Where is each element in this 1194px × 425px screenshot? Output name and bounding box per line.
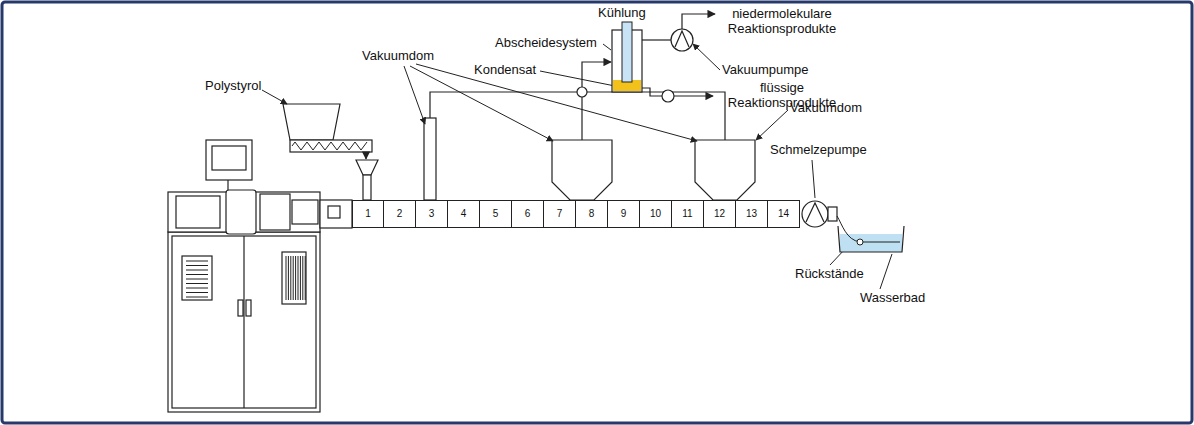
- material-label: Polystyrol: [205, 78, 261, 93]
- barrel-segment: 3: [416, 200, 448, 228]
- output-label: niedermolekulare Reaktionsprodukte: [718, 6, 846, 36]
- barrel-segment: 12: [704, 200, 736, 228]
- feeder-screw: [292, 142, 367, 150]
- barrel-segment: 13: [736, 200, 768, 228]
- segment-number: 13: [746, 209, 757, 219]
- feed-arrow: [365, 152, 366, 159]
- segment-number: 8: [589, 209, 595, 219]
- extruder-drive: [168, 140, 352, 412]
- vacuum-pump: [642, 14, 715, 51]
- segment-number: 9: [621, 209, 627, 219]
- barrel-segment: 10: [640, 200, 672, 228]
- vacuum-pipe: [430, 62, 725, 140]
- part-label: Vakuumdom: [790, 100, 862, 115]
- segment-number: 1: [365, 209, 371, 219]
- barrel-segment: 2: [384, 200, 416, 228]
- segment-number: 4: [461, 209, 467, 219]
- segment-number: 2: [397, 209, 403, 219]
- water-bath: [837, 216, 904, 252]
- vacuum-dome: [424, 118, 755, 200]
- barrel-segment: 4: [448, 200, 480, 228]
- barrel-segment: 14: [768, 200, 800, 228]
- segment-number: 3: [429, 209, 435, 219]
- part-label: Rückstände: [795, 266, 864, 281]
- separator: [612, 22, 642, 92]
- segment-number: 12: [714, 209, 725, 219]
- part-label: Schmelzepumpe: [770, 142, 867, 157]
- segment-number: 14: [778, 209, 789, 219]
- leader-line: [404, 44, 892, 289]
- segment-number: 6: [525, 209, 531, 219]
- part-label: Kondensat: [474, 62, 536, 77]
- part-label: Kühlung: [598, 5, 646, 20]
- barrel-segment: 1: [352, 200, 384, 228]
- part-label: Vakuumpumpe: [722, 62, 808, 77]
- part-label: Abscheidesystem: [495, 35, 597, 50]
- segment-number: 11: [682, 209, 692, 219]
- pipe-junction: [577, 87, 587, 97]
- melt-pump: [802, 201, 837, 227]
- hopper-feeder: [283, 104, 378, 200]
- barrel-segment: 6: [512, 200, 544, 228]
- barrel-segment: 11: [672, 200, 704, 228]
- segment-number: 10: [650, 209, 661, 219]
- part-label: Wasserbad: [860, 290, 925, 305]
- barrel-segment: 5: [480, 200, 512, 228]
- part-label: Vakuumdom: [362, 48, 434, 63]
- barrel-segment: 7: [544, 200, 576, 228]
- segment-number: 5: [493, 209, 499, 219]
- leader-line: [262, 90, 287, 104]
- segment-number: 7: [557, 209, 563, 219]
- barrel-segment: 8: [576, 200, 608, 228]
- barrel-segment: 9: [608, 200, 640, 228]
- liquid-pump: [642, 88, 713, 102]
- vent-grille: [186, 256, 305, 300]
